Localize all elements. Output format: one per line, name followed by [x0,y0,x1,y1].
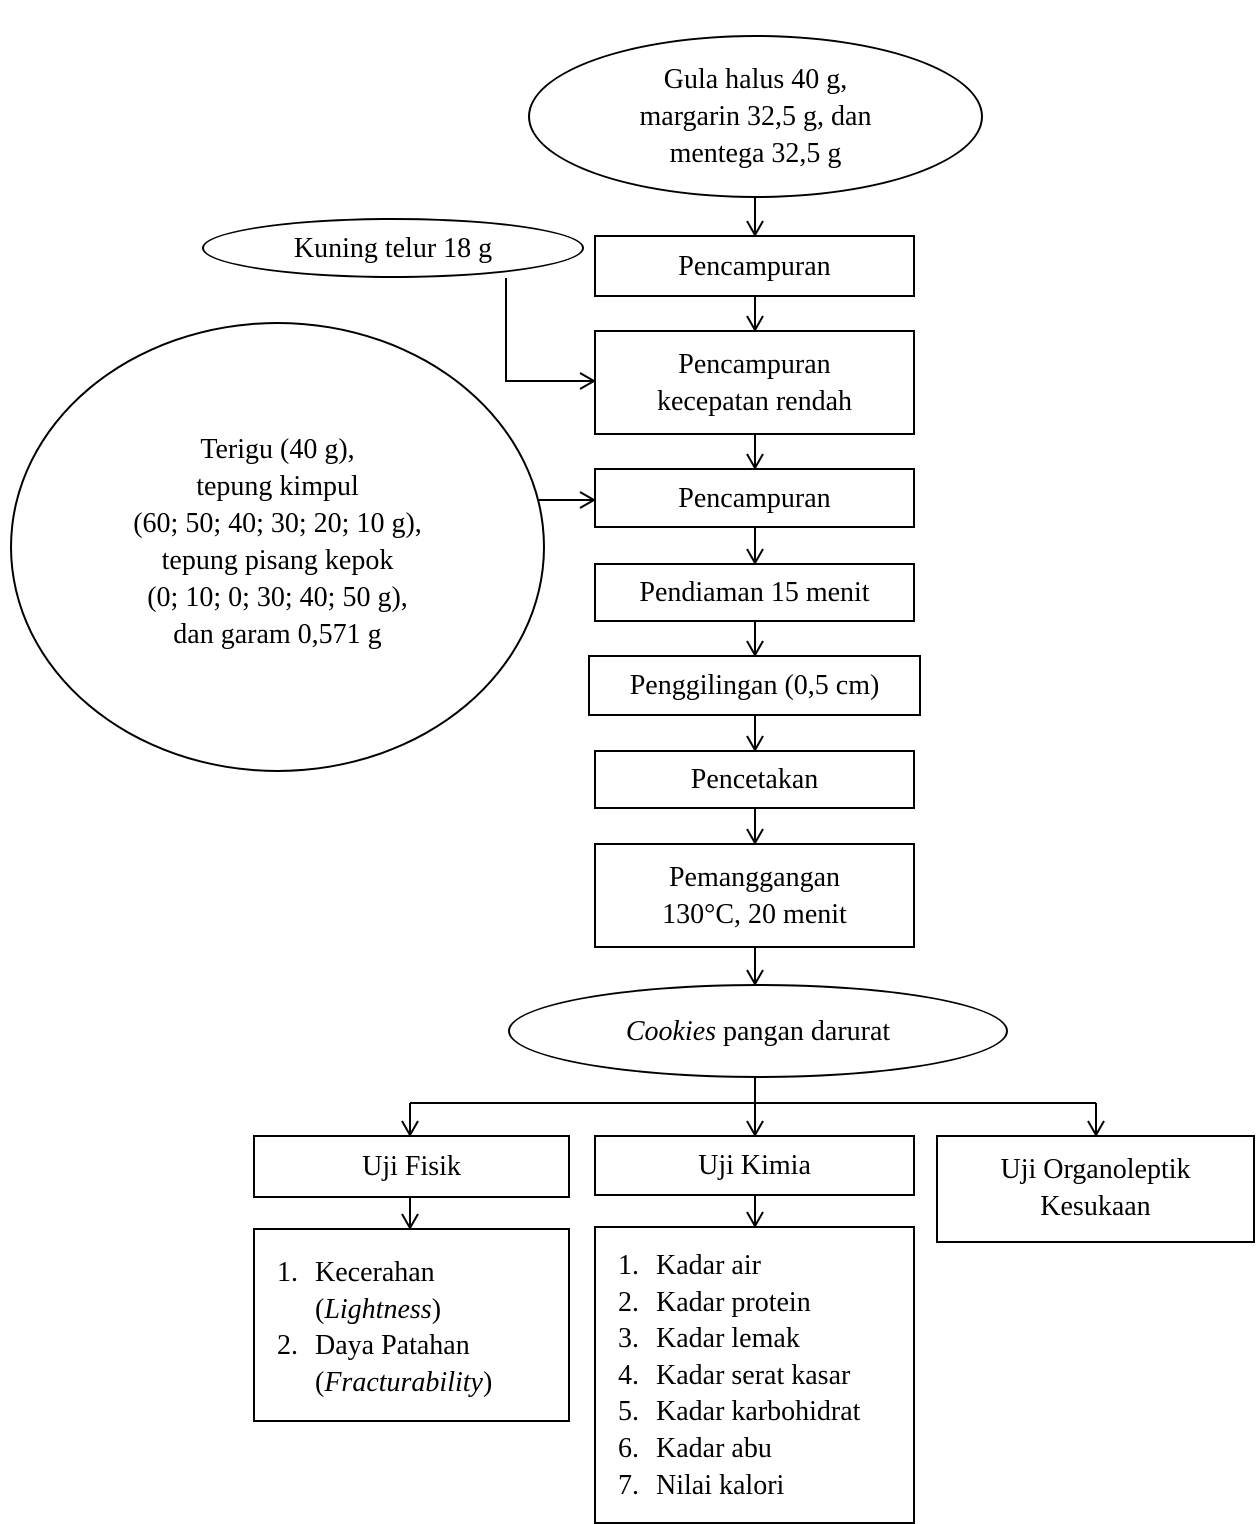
input-flour-text: Terigu (40 g), tepung kimpul (60; 50; 40… [133,434,422,650]
list-item: 7. Nilai kalori [618,1468,913,1505]
list-item-number: 7. [618,1469,639,1501]
output-cookies-label: Cookies pangan darurat [626,1013,890,1050]
list-item-text: Kecerahan(Lightness) [315,1257,442,1325]
step-mixing-2-label: Pencampuran [678,482,831,514]
list-item-number: 2. [618,1286,639,1318]
step-mixing-1-label: Pencampuran [678,250,831,282]
step-mixing-low-speed-label: Pencampuran kecepatan rendah [656,348,853,417]
list-item-number: 5. [618,1396,639,1428]
step-resting: Pendiaman 15 menit [594,563,915,622]
list-item-label: Kadar abu [656,1432,772,1464]
test-physical-label: Uji Fisik [362,1151,461,1182]
list-item: 2. Daya Patahan(Fracturability) [277,1328,568,1401]
input-flour-salt: Terigu (40 g), tepung kimpul (60; 50; 40… [10,322,545,772]
list-item-sub: Fracturability [324,1366,483,1398]
step-rolling: Penggilingan (0,5 cm) [588,655,921,716]
test-sensory-label: Uji Organoleptik Kesukaan [1000,1154,1191,1222]
input-sugar-text: Gula halus 40 g, margarin 32,5 g, dan me… [639,64,872,169]
arrow-egg-to-mixlow [505,278,597,390]
list-item-label: Kecerahan [315,1257,435,1288]
list-item-number: 1. [618,1250,639,1281]
list-item-number: 6. [618,1432,639,1464]
list-item-label: Nilai kalori [656,1469,785,1501]
list-item-number: 1. [277,1257,298,1288]
list-item-label: Daya Patahan [315,1330,470,1362]
list-item-sub: Lightness [324,1293,432,1325]
list-item: 5. Kadar karbohidrat [618,1394,913,1431]
list-item-label: Kadar protein [656,1286,811,1318]
list-item-label: Kadar air [656,1250,761,1281]
input-sugar-margarine-butter: Gula halus 40 g, margarin 32,5 g, dan me… [528,35,983,198]
list-item-number: 2. [277,1330,298,1362]
list-item: 1. Kecerahan(Lightness) [277,1255,568,1328]
step-molding: Pencetakan [594,750,915,809]
step-molding-label: Pencetakan [690,764,819,795]
list-item: 2. Kadar protein [618,1285,913,1322]
step-mixing-1: Pencampuran [594,235,915,297]
list-item-label: Kadar lemak [656,1323,800,1355]
list-item: 6. Kadar abu [618,1431,913,1468]
step-rolling-label: Penggilingan (0,5 cm) [629,670,880,701]
test-chemical: Uji Kimia [594,1135,915,1196]
step-resting-label: Pendiaman 15 menit [639,577,870,608]
output-cookies-italic: Cookies [625,1015,717,1047]
output-cookies-rest: pangan darurat [716,1015,891,1047]
list-item-text: Daya Patahan(Fracturability) [315,1330,493,1398]
output-emergency-cookies: Cookies pangan darurat [508,984,1008,1078]
test-chemical-label: Uji Kimia [698,1150,811,1181]
chemical-tests-list: 1. Kadar air 2. Kadar protein 3. Kadar lema… [594,1226,915,1524]
list-item-number: 3. [618,1323,639,1355]
test-sensory: Uji Organoleptik Kesukaan [936,1135,1255,1243]
input-egg-text: Kuning telur 18 g [293,232,493,264]
list-item-label: Kadar serat kasar [656,1359,851,1391]
input-egg-yolk: Kuning telur 18 g [202,218,584,278]
list-item-label: Kadar karbohidrat [656,1396,861,1428]
list-item: 3. Kadar lemak [618,1321,913,1358]
step-baking-label: Pemanggangan 130°C, 20 menit [662,861,847,930]
list-item-number: 4. [618,1359,639,1391]
list-item: 4. Kadar serat kasar [618,1358,913,1395]
physical-tests-list: 1. Kecerahan(Lightness) 2. Daya Patahan(… [253,1228,570,1422]
step-baking: Pemanggangan 130°C, 20 menit [594,843,915,948]
step-mixing-2: Pencampuran [594,468,915,528]
step-mixing-low-speed: Pencampuran kecepatan rendah [594,330,915,435]
list-item: 1. Kadar air [618,1248,913,1285]
test-physical: Uji Fisik [253,1135,570,1198]
